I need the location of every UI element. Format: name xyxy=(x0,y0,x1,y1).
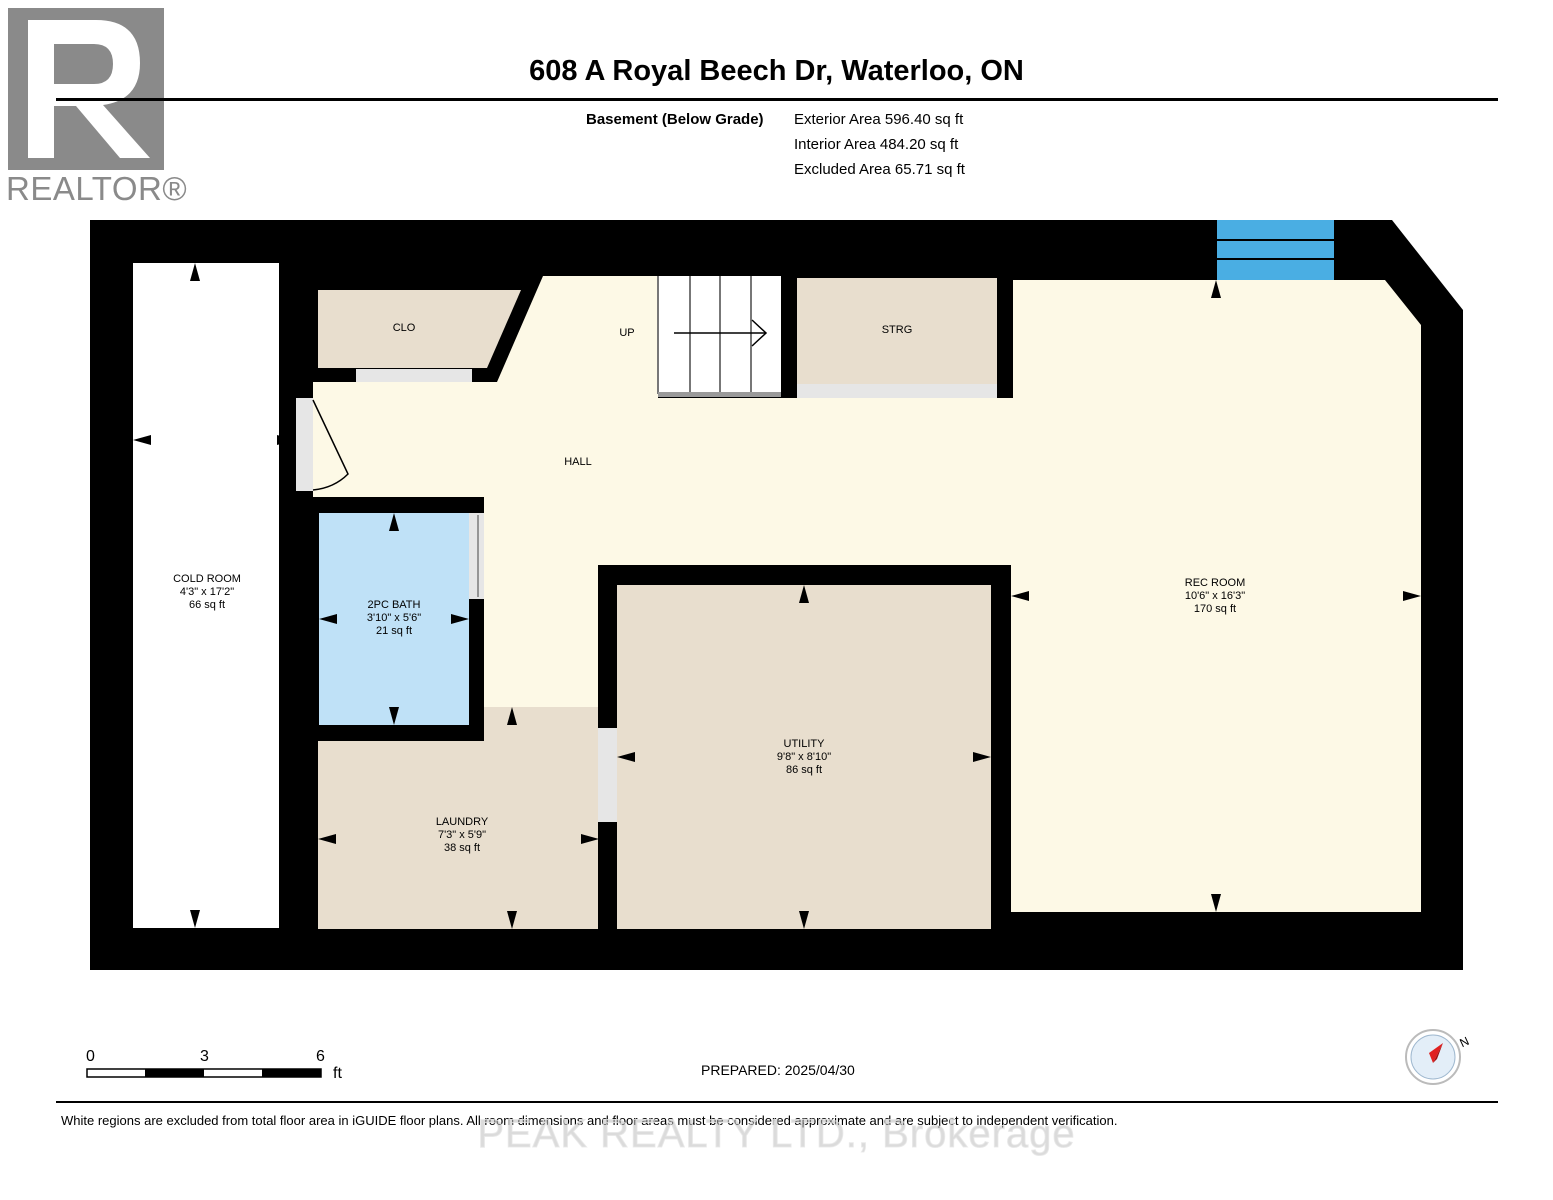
bath-area: 21 sq ft xyxy=(375,625,413,637)
stairs-arrow-icon xyxy=(674,319,768,347)
utility-dims: 9'8" x 8'10" xyxy=(776,751,832,763)
scale-tick-3: 3 xyxy=(200,1048,209,1065)
page-title: 608 A Royal Beech Dr, Waterloo, ON xyxy=(529,55,1024,87)
scale-tick-6: 6 xyxy=(316,1048,325,1065)
closet-label: CLO xyxy=(392,322,416,334)
storage-floor xyxy=(797,278,998,384)
hall-floor xyxy=(313,276,1013,707)
cold-room-name: COLD ROOM xyxy=(173,573,241,585)
footer-divider xyxy=(56,1101,1498,1103)
interior-area: Interior Area 484.20 sq ft xyxy=(794,136,959,153)
storage-label: STRG xyxy=(881,324,913,336)
realtor-logo-text: REALTOR® xyxy=(6,170,188,207)
level-name: Basement (Below Grade) xyxy=(586,111,764,128)
compass-icon xyxy=(1405,1029,1461,1085)
rec-room-name: REC ROOM xyxy=(1184,577,1246,589)
rec-room-floor xyxy=(1011,280,1421,912)
prepared-date: PREPARED: 2025/04/30 xyxy=(701,1062,855,1078)
utility-area: 86 sq ft xyxy=(785,764,823,776)
rec-room-label: REC ROOM 10'6" x 16'3" 170 sq ft xyxy=(1185,577,1246,616)
cold-room-area: 66 sq ft xyxy=(188,599,226,611)
laundry-name: LAUNDRY xyxy=(435,816,489,828)
laundry-label: LAUNDRY 7'3" x 5'9" 38 sq ft xyxy=(436,816,488,855)
exterior-area: Exterior Area 596.40 sq ft xyxy=(794,111,964,128)
scale-tick-0: 0 xyxy=(86,1048,95,1065)
cold-room-floor xyxy=(133,263,279,928)
realtor-logo-mark xyxy=(8,8,164,170)
title-divider xyxy=(56,98,1498,101)
cold-room-label: COLD ROOM 4'3" x 17'2" 66 sq ft xyxy=(173,573,241,612)
bath-dims: 3'10" x 5'6" xyxy=(366,612,422,624)
rec-room-dims: 10'6" x 16'3" xyxy=(1184,590,1246,602)
cold-room-dims: 4'3" x 17'2" xyxy=(179,586,235,598)
laundry-floor xyxy=(318,741,599,929)
laundry-dims: 7'3" x 5'9" xyxy=(437,829,487,841)
disclaimer-text: White regions are excluded from total fl… xyxy=(61,1113,1118,1128)
rec-room-area: 170 sq ft xyxy=(1193,603,1237,615)
stairs-up-label: UP xyxy=(619,327,635,339)
utility-floor xyxy=(617,585,991,929)
utility-name: UTILITY xyxy=(783,738,825,750)
dimension-arrows xyxy=(133,263,1421,929)
scale-bar xyxy=(86,1068,322,1078)
bath-name: 2PC BATH xyxy=(367,599,421,611)
laundry-area: 38 sq ft xyxy=(443,842,481,854)
window xyxy=(1217,220,1334,280)
stairs-treads xyxy=(657,276,752,394)
scale-unit: ft xyxy=(333,1065,342,1082)
utility-label: UTILITY 9'8" x 8'10" 86 sq ft xyxy=(777,738,831,777)
door-swing xyxy=(312,399,349,491)
bath-floor xyxy=(319,513,469,725)
hall-label: HALL xyxy=(564,456,592,468)
brokerage-watermark: PEAK REALTY LTD., Brokerage xyxy=(477,1112,1076,1157)
bath-label: 2PC BATH 3'10" x 5'6" 21 sq ft xyxy=(367,599,421,638)
closet-floor xyxy=(318,290,521,368)
floor-plan xyxy=(90,220,1463,970)
excluded-area: Excluded Area 65.71 sq ft xyxy=(794,161,965,178)
